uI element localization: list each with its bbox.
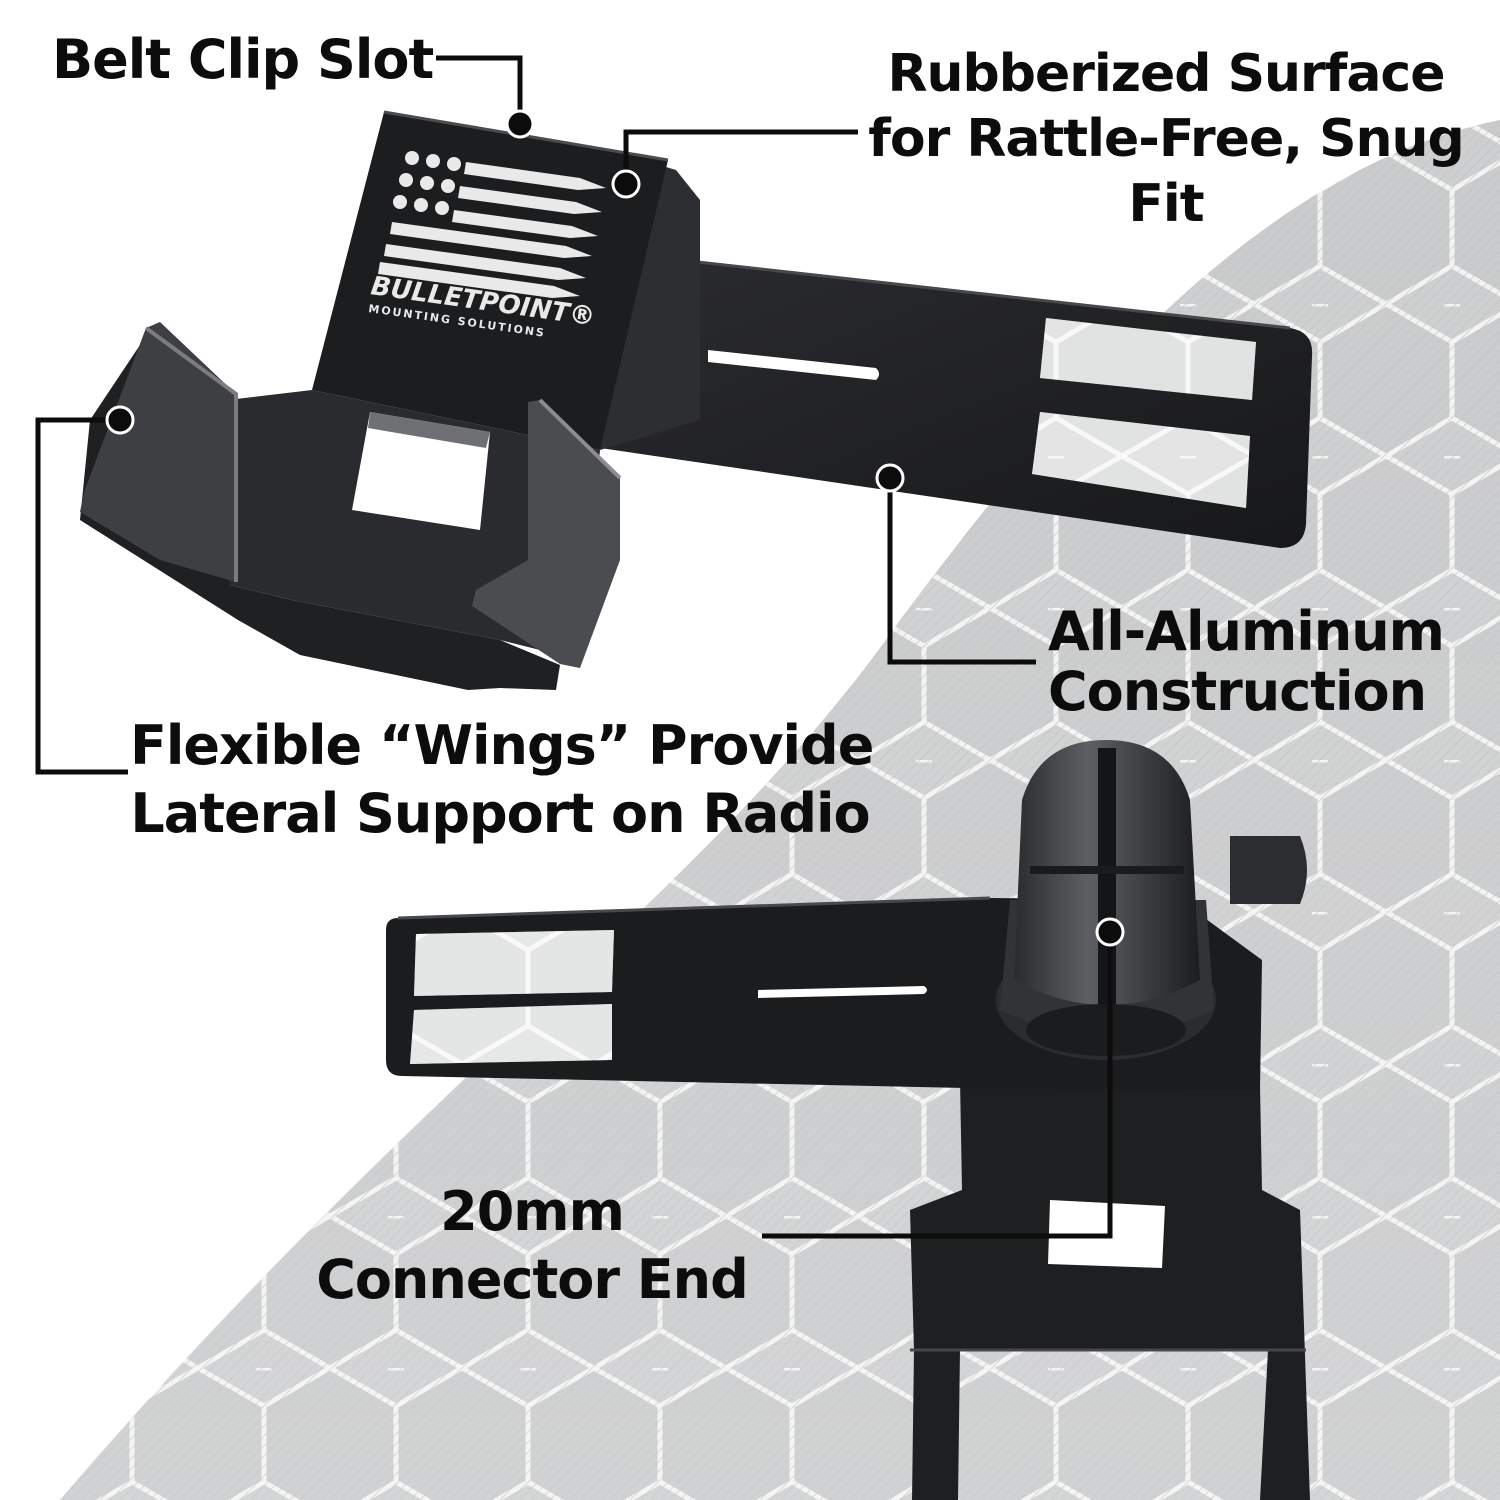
belt-clip-leader [436, 55, 523, 122]
connector-line-2: Connector End [316, 1247, 749, 1311]
callout-dots [105, 109, 1125, 947]
wings-line-2: Lateral Support on Radio [130, 781, 870, 845]
rubberized-dot [611, 169, 641, 199]
rubberized-line-1: Rubberized Surface [887, 44, 1445, 104]
wings-dot [105, 405, 135, 435]
wings-leader [35, 417, 128, 775]
aluminum-line-1: All-Aluminum [1048, 600, 1445, 663]
rubberized-surface-callout: Rubberized Surface for Rattle-Free, Snug… [860, 42, 1472, 237]
belt-clip-label: Belt Clip Slot [52, 28, 434, 91]
belt-clip-callout: Belt Clip Slot [52, 28, 434, 91]
belt-clip-dot [505, 109, 535, 139]
rubberized-leader [623, 129, 858, 182]
aluminum-line-2: Construction [1048, 660, 1427, 724]
wings-callout: Flexible “Wings” Provide Lateral Support… [130, 712, 874, 847]
connector-leader [762, 932, 1113, 1239]
ball-joint-connector [996, 740, 1307, 1060]
bottom-bracket [386, 740, 1310, 1500]
aluminum-leader [887, 478, 1036, 665]
wings-line-1: Flexible “Wings” Provide [130, 714, 874, 777]
connector-callout: 20mm Connector End [316, 1178, 749, 1313]
aluminum-dot [875, 463, 905, 493]
rubberized-line-2: for Rattle-Free, Snug [868, 109, 1465, 169]
callout-lines [35, 55, 1113, 1239]
connector-dot [1095, 917, 1125, 947]
aluminum-callout: All-Aluminum Construction [1048, 600, 1445, 724]
connector-line-1: 20mm [440, 1180, 625, 1243]
top-bracket: BULLETPOINT® MOUNTING SOLUTIONS [80, 110, 1313, 690]
rubberized-line-3: Fit [1128, 174, 1204, 234]
